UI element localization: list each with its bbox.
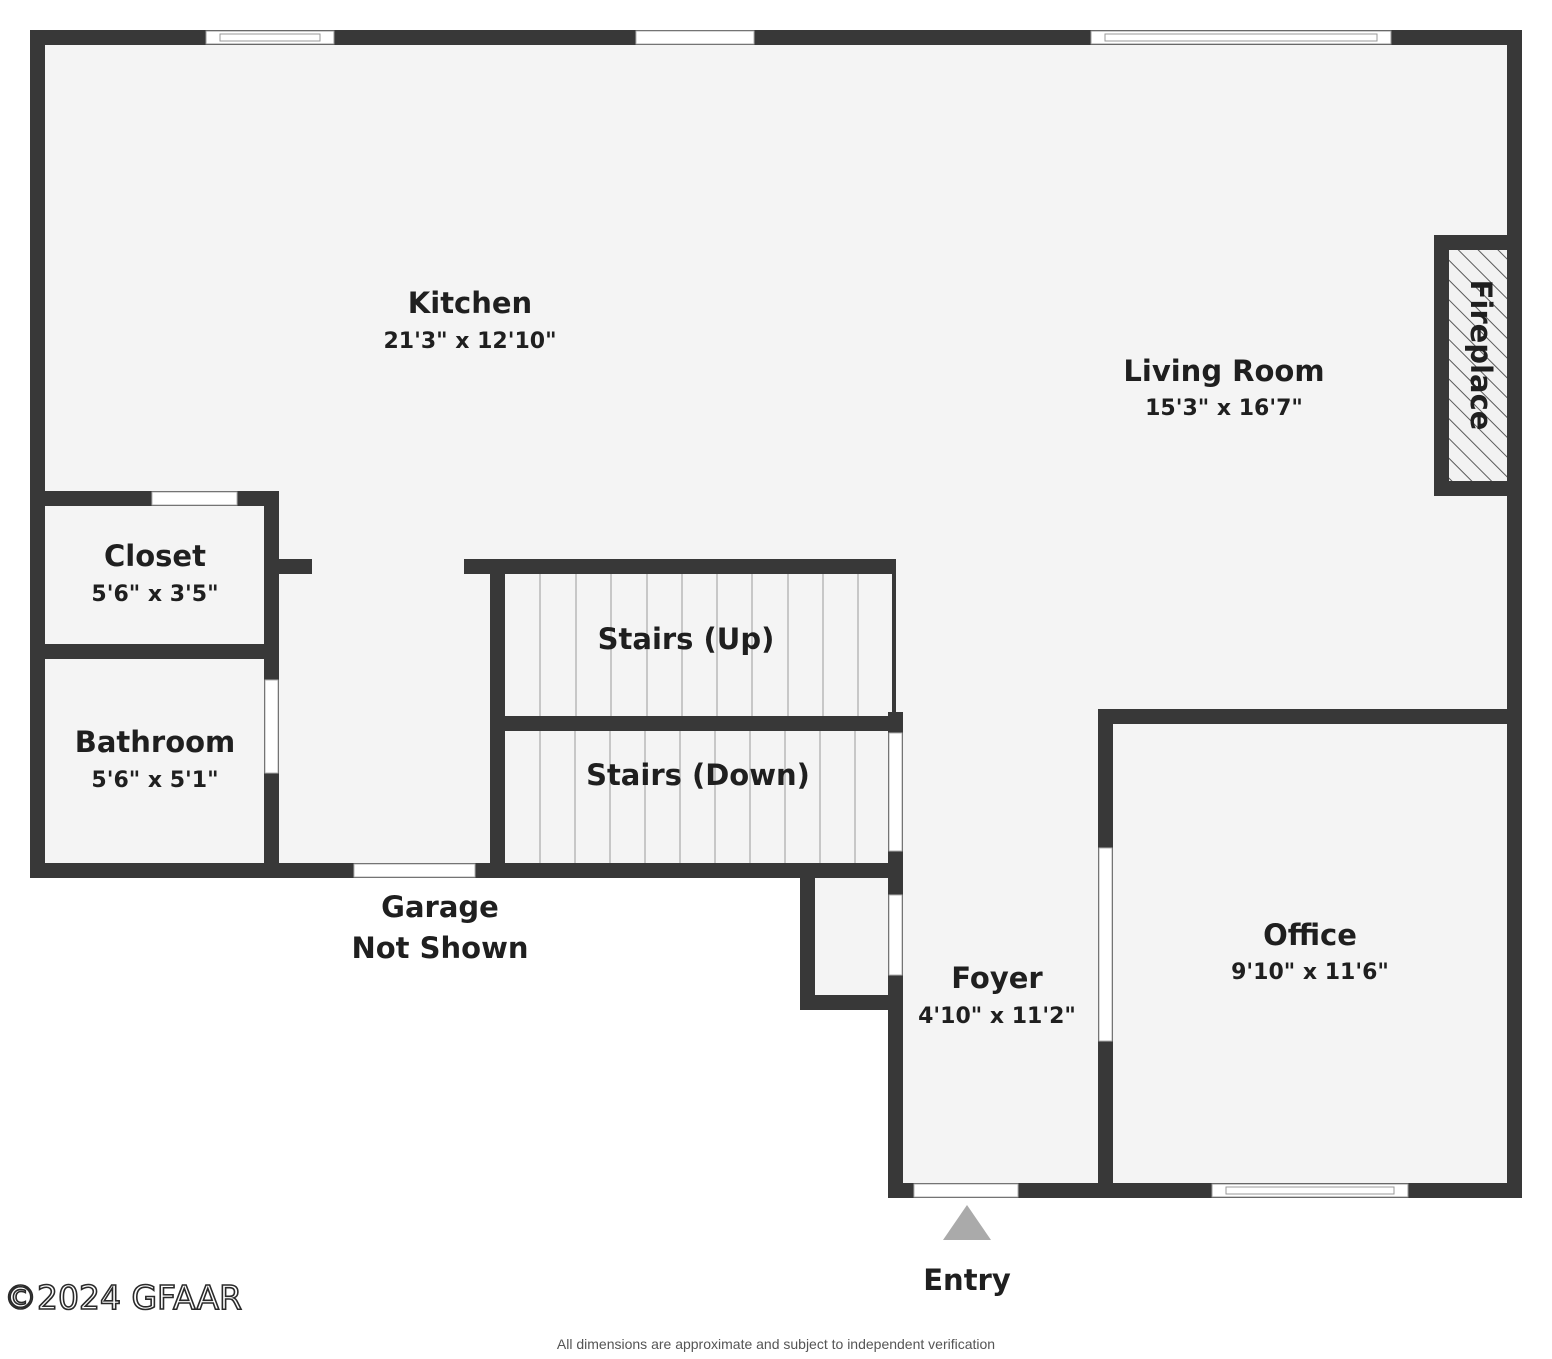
stairs-down-name: Stairs (Down) <box>586 758 810 792</box>
window-kitchen <box>205 30 335 45</box>
door-office <box>1098 847 1113 1042</box>
garage-label-line2: Not Shown <box>351 931 528 965</box>
garage-label-line1: Garage <box>381 890 499 924</box>
foyer-dims: 4'10" x 11'2" <box>918 1004 1076 1029</box>
fireplace-hearth <box>1449 250 1507 481</box>
door-foyer-stairs <box>888 732 903 852</box>
office-dims: 9'10" x 11'6" <box>1231 960 1389 985</box>
floor-areas <box>30 30 1522 1198</box>
stairs-down-treads <box>539 731 856 863</box>
closet-name: Closet <box>104 539 206 573</box>
door-garage <box>353 863 476 878</box>
door-foyer-alcove <box>888 894 903 976</box>
room-labels: Kitchen 21'3" x 12'10" Living Room 15'3"… <box>75 280 1498 1297</box>
kitchen-dims: 21'3" x 12'10" <box>383 329 556 354</box>
bathroom-name: Bathroom <box>75 725 236 759</box>
stairs-up-treads <box>539 574 859 716</box>
entry-arrow-icon <box>943 1205 991 1240</box>
kitchen-name: Kitchen <box>408 286 532 320</box>
living-room-name: Living Room <box>1123 354 1324 388</box>
window-office <box>1211 1183 1409 1198</box>
office-name: Office <box>1263 918 1357 952</box>
bathroom-dims: 5'6" x 5'1" <box>91 768 218 793</box>
living-room-dims: 15'3" x 16'7" <box>1145 396 1303 421</box>
fireplace-name: Fireplace <box>1464 280 1498 431</box>
floor-alcove <box>800 870 896 1010</box>
windows <box>205 30 1409 1198</box>
entry-label: Entry <box>923 1263 1011 1297</box>
door-closet <box>151 491 238 506</box>
foyer-name: Foyer <box>951 961 1043 995</box>
door-bathroom <box>264 679 279 774</box>
disclaimer-text: All dimensions are approximate and subje… <box>557 1336 995 1352</box>
door-entry <box>913 1183 1019 1198</box>
door-top-kitchen <box>635 30 755 45</box>
window-living-room <box>1090 30 1392 45</box>
stairs-up-name: Stairs (Up) <box>598 622 775 656</box>
floor-main <box>30 30 1522 878</box>
closet-dims: 5'6" x 3'5" <box>91 582 218 607</box>
copyright-watermark: ©2024 GFAAR <box>4 1278 242 1317</box>
floor-foyer-office <box>888 870 1522 1198</box>
openings <box>151 30 1113 1198</box>
